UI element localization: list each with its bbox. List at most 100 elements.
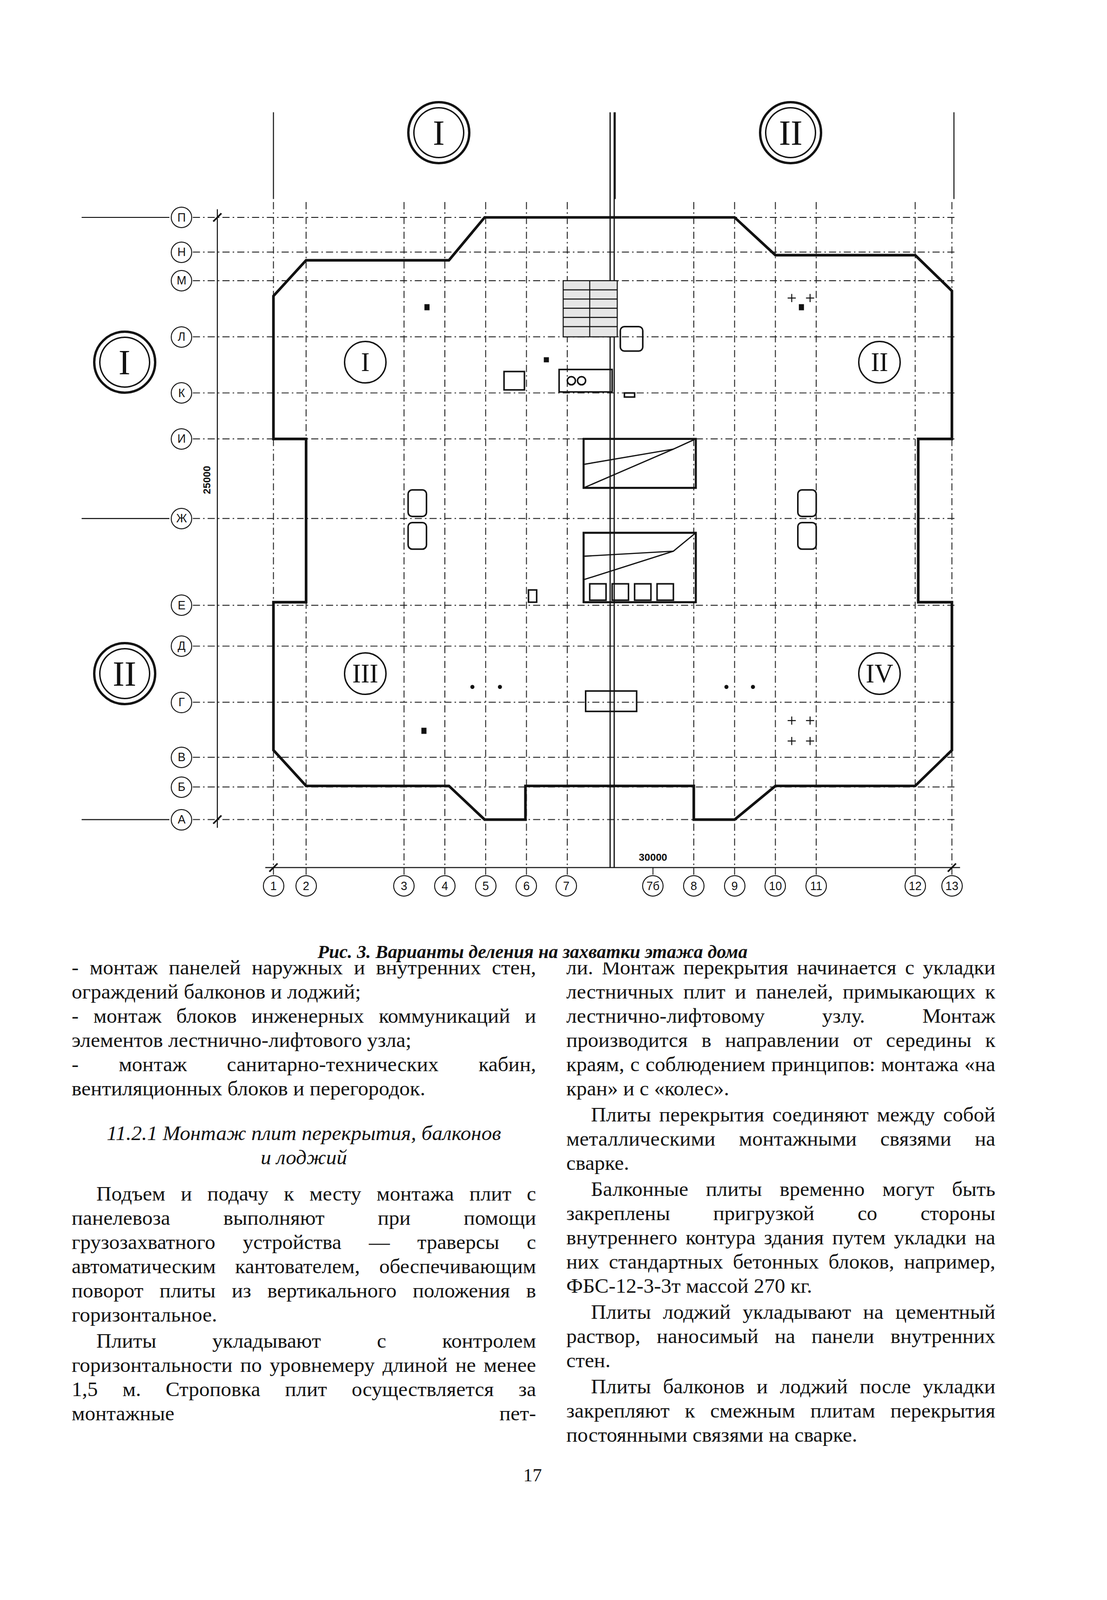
zone-circle: II [758,100,823,165]
zone-number: 2 [302,879,310,892]
axis-line [734,201,736,875]
page-number: 17 [521,1463,544,1486]
zone-circle: I [93,330,157,394]
zone-number: 4 [441,879,449,892]
axis-bubble: И [170,428,193,450]
axis-bubble: 3 [393,874,415,897]
axis-line [403,201,405,875]
axis-line [192,701,955,703]
axis-line [192,251,955,253]
zone-number: 7 [563,879,570,892]
zone-number: П [177,211,186,224]
zone-number: I [118,344,131,380]
axis-bubble: Г [170,691,193,713]
zone-number: 3 [400,879,408,892]
axis-bubble: В [170,746,193,768]
body-paragraph: Плиты укладывают с контролем горизонталь… [71,1328,537,1425]
zone-number: I [432,114,445,151]
axis-bubble: 10 [764,874,786,897]
marks [421,303,805,734]
axis-bubble: 4 [434,874,456,897]
axis-line [525,201,527,875]
zone-number: 9 [731,879,738,892]
zone-number: II [778,114,803,151]
zone-circle: III [343,651,387,695]
axis-bubble: 6 [515,874,537,897]
section-line [81,517,170,519]
section-line [265,866,960,868]
section-line [216,208,218,828]
zone-circle: I [407,100,471,165]
zone-number: 7б [646,879,660,892]
axis-line [192,645,955,647]
section-line [81,216,170,218]
axis-bubble: Н [170,241,193,263]
zone-number: 12 [908,879,922,892]
body-paragraph: ли. Монтаж перекрытия начинается с уклад… [566,954,996,1101]
equipment-symbols [408,326,817,712]
zone-number: 1 [270,879,277,892]
axis-bubble: 2 [295,874,317,897]
axis-line [914,201,916,875]
section-line [273,112,275,199]
axis-bubble: 11 [805,874,827,897]
zone-circle: II [93,641,157,705]
zone-number: IV [865,660,893,687]
zone-number: М [176,274,187,287]
zone-number: Д [177,639,186,652]
zone-number: 13 [945,879,959,892]
axis-grid [81,112,960,875]
building-outline [273,217,953,820]
section-line [614,112,616,199]
axis-bubble: Е [170,594,193,616]
axis-line [192,604,955,606]
body-paragraph: - монтаж санитарно-технических кабин, ве… [71,1051,537,1101]
axis-bubble: 7 [555,874,577,897]
section-line [613,112,616,867]
zone-number: 10 [768,879,782,892]
axis-bubble: Ж [170,507,193,530]
axis-line [192,818,955,820]
zone-number: III [352,660,379,687]
zone-number: Е [177,599,186,611]
zone-number: Л [177,330,186,343]
zone-number: 5 [482,879,490,892]
text-column: - монтаж панелей наружных и внутренних с… [71,954,537,1425]
axis-line [192,756,955,758]
zone-number: И [177,432,186,445]
body-paragraph: Балконные плиты временно могут быть закр… [566,1176,996,1298]
zone-number: 8 [690,879,698,892]
section-line [609,112,611,867]
plus-marks [787,293,815,745]
axis-bubble: 8 [683,874,705,897]
dimension-tick [947,863,957,872]
axis-bubble: 13 [941,874,963,897]
zone-number: Г [178,696,186,708]
zone-number: А [177,813,186,826]
axis-bubble: Б [170,776,193,798]
axis-bubble: Л [170,326,193,348]
zone-number: 6 [523,879,530,892]
section-line [953,112,955,199]
zone-number: Б [177,780,186,793]
axis-bubble: 5 [475,874,497,897]
dimension-tick [213,213,222,222]
axis-bubble: 7б [642,874,664,897]
zone-circle: I [343,340,387,384]
body-paragraph: Плиты перекрытия соединяют между собой м… [566,1101,996,1175]
dimension-tick [213,815,222,824]
axis-line [693,201,695,875]
zone-number: Ж [176,512,188,524]
stair-flight [563,280,618,337]
axis-line [485,201,487,875]
axis-bubble: Д [170,635,193,657]
axis-bubble: 1 [262,874,285,897]
body-paragraph: - монтаж панелей наружных и внутренних с… [71,954,537,1004]
dimension-tick [269,863,278,872]
axis-line [652,867,654,875]
zone-number: II [112,655,137,692]
zone-number: 11 [810,879,823,892]
zone-circle: II [858,340,901,384]
axis-bubble: П [170,206,193,229]
dimension-label: 30000 [637,851,670,864]
